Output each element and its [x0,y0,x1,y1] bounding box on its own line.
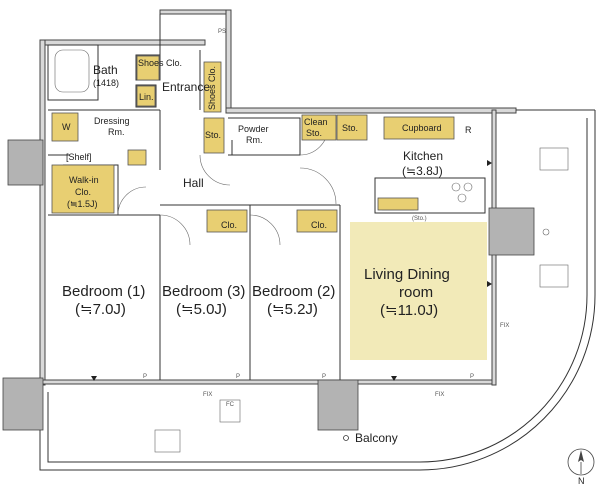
label-walkin-2: Clo. [75,187,91,197]
label-p-4: P [470,374,474,380]
label-fix-3: FIX [500,323,509,329]
label-bedroom-1: Bedroom (1) [62,283,145,300]
label-powder-2: Rm. [246,135,263,145]
label-bath-size: (1418) [93,78,119,88]
label-sto-entrance: Sto. [205,130,221,140]
label-fix-2: FIX [435,392,444,398]
label-balcony: Balcony [355,431,398,445]
label-fc: FC [226,402,235,408]
label-shoes-clo-1: Shoes Clo. [138,58,182,68]
label-powder-1: Powder [238,124,269,134]
label-fix-1: FIX [203,392,212,398]
label-sto-kitchen: Sto. [342,123,358,133]
north-arrow-icon: N [567,448,595,484]
label-clean-sto-2: Sto. [306,128,322,138]
label-walkin-size: (≒1.5J) [67,199,98,209]
marker-triangle [91,376,97,381]
label-bedroom-1-size: (≒7.0J) [75,301,126,318]
marker-triangle [487,160,492,166]
label-lin: Lin. [139,92,154,102]
label-ldk-1: Living Dining [364,266,450,283]
label-bedroom-3-size: (≒5.0J) [176,301,227,318]
label-walkin-1: Walk-in [69,175,99,185]
label-sto-counter: (Sto.) [412,216,427,222]
column-left-bottom [2,377,44,431]
marker-triangle [391,376,397,381]
label-shoes-clo-2: Shoes Clo. [207,66,217,110]
label-entrance: Entrance [162,80,210,94]
label-ps: PS [218,29,226,35]
label-w: W [62,122,71,132]
storage-blocks [51,55,455,233]
label-bedroom-2-size: (≒5.2J) [267,301,318,318]
label-r: R [465,125,472,135]
label-shelf: [Shelf] [66,152,92,162]
label-clo-3: Clo. [221,220,237,230]
label-p-3: P [322,374,326,380]
label-bedroom-2: Bedroom (2) [252,283,335,300]
living-dining-highlight [350,222,487,360]
partitions [47,14,569,453]
label-p-1: P [143,374,147,380]
label-kitchen: Kitchen [403,149,443,163]
column-right [488,207,535,256]
label-ldk-2: room [399,284,433,301]
column-left-top [7,139,44,186]
label-ldk-size: (≒11.0J) [380,302,438,319]
marker-triangle [487,281,492,287]
label-hall: Hall [183,176,204,190]
label-cupboard: Cupboard [402,123,442,133]
label-kitchen-size: (≒3.8J) [402,164,443,178]
column-bottom [317,379,359,431]
label-bath: Bath [93,63,118,77]
label-bedroom-3: Bedroom (3) [162,283,245,300]
label-dressing-2: Rm. [108,127,125,137]
label-clean-sto-1: Clean [304,117,328,127]
label-dressing-1: Dressing [94,116,130,126]
label-clo-2: Clo. [311,220,327,230]
north-label: N [578,476,585,484]
label-p-2: P [236,374,240,380]
